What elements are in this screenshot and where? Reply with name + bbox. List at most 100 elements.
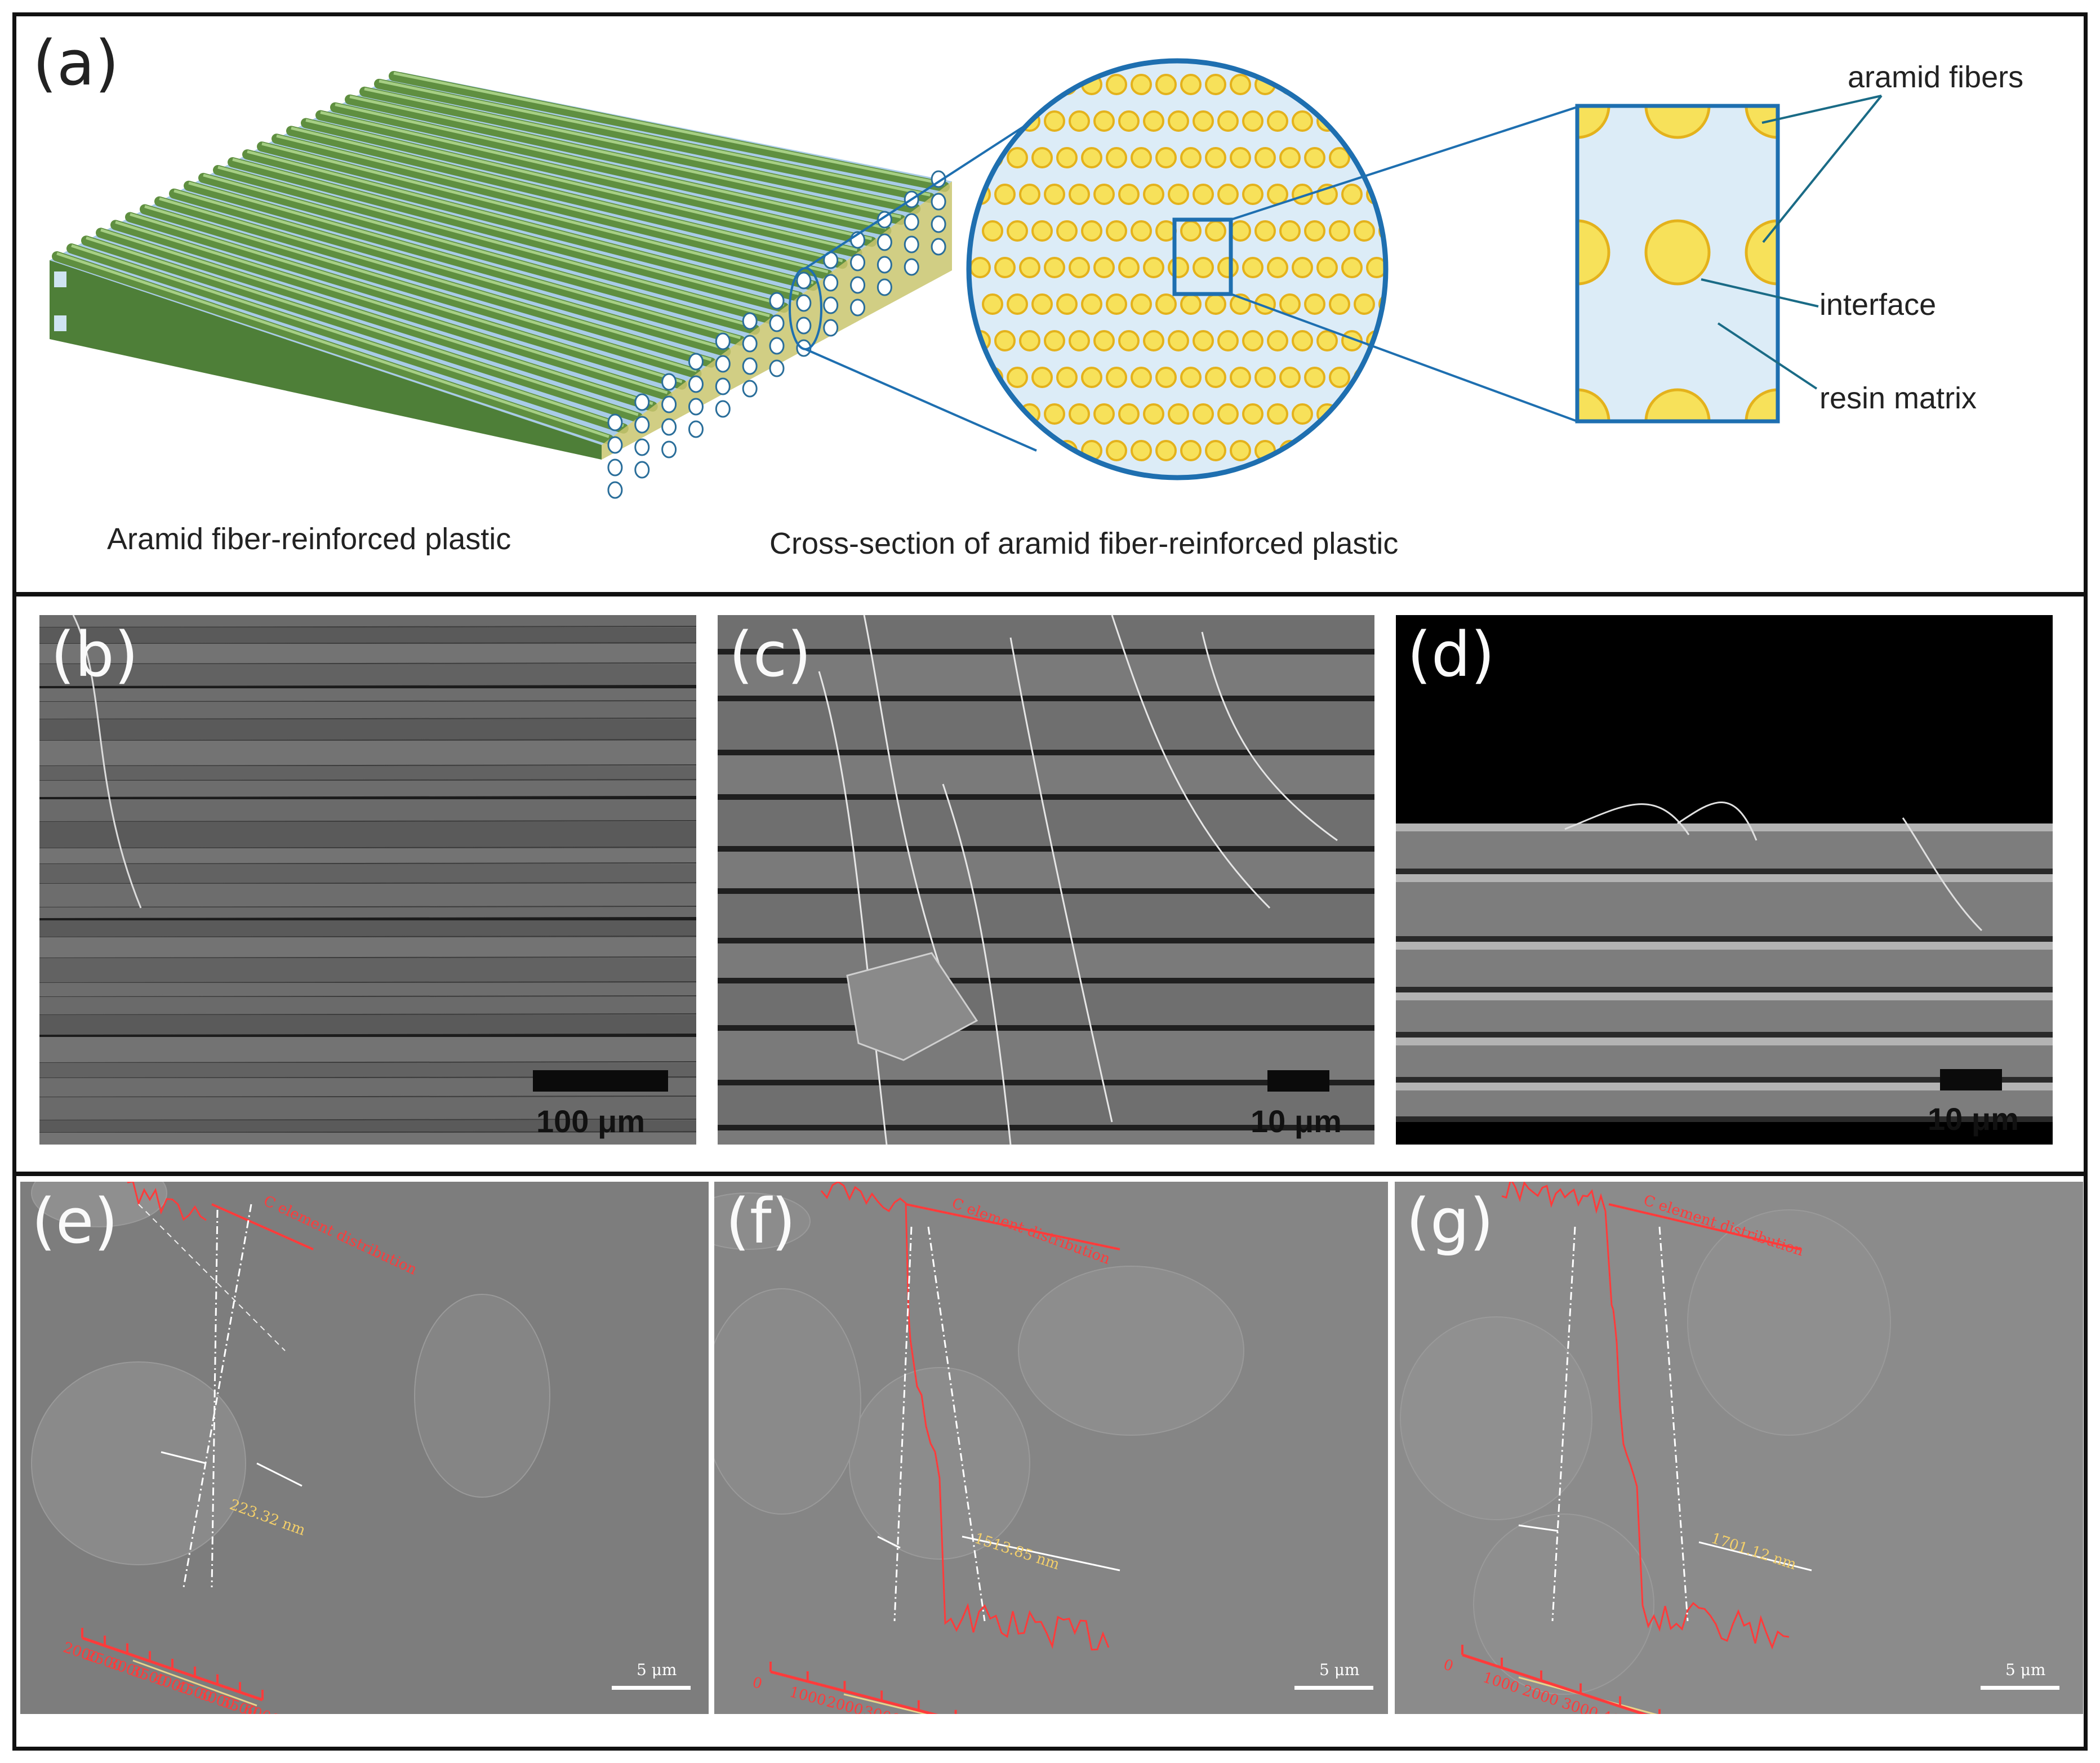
- fiber-end: [769, 359, 785, 377]
- callout-interface: interface: [1819, 288, 1937, 322]
- scale-bar-d: [1940, 1069, 2002, 1090]
- top-fiber: [154, 196, 717, 368]
- fiber-cross-section: [1180, 147, 1202, 168]
- sem-image-d: (d) 10 μm: [1396, 615, 2053, 1145]
- fiber-cross-section: [1081, 367, 1102, 388]
- fiber-cross-section: [1168, 184, 1189, 205]
- fiber-end: [715, 355, 731, 373]
- fiber-cross-section: [1168, 330, 1189, 351]
- fiber-cross-section: [1687, 1209, 1891, 1436]
- fiber-cross-section: [1118, 257, 1140, 278]
- fiber-cross-section: [1193, 403, 1214, 425]
- c-element-curve: [127, 1182, 207, 1221]
- fiber-cross-section: [1366, 110, 1386, 132]
- fiber-cross-section: [1316, 330, 1338, 351]
- fiber-cross-section: [1279, 293, 1301, 315]
- fiber-cross-section: [1193, 184, 1214, 205]
- fiber-strip: [39, 702, 696, 719]
- fiber-cross-section: [1242, 403, 1263, 425]
- fiber-cross-section: [1031, 147, 1053, 168]
- top-fiber: [257, 141, 818, 291]
- stray-fibril: [1111, 615, 1271, 909]
- fiber-end-holes: [607, 170, 946, 499]
- fiber-cross-section: [1106, 293, 1127, 315]
- fiber-end: [634, 416, 650, 434]
- top-fiber-highlight: [247, 150, 799, 296]
- top-fiber-highlight: [305, 119, 858, 252]
- fiber-cross-section: [1329, 367, 1350, 388]
- fiber-strip: [1396, 823, 2053, 874]
- panel-a-schematic: [50, 58, 1883, 499]
- fiber-strip: [718, 894, 1374, 943]
- top-fiber: [345, 94, 906, 225]
- fiber-strip: [1396, 942, 2053, 992]
- sem-image-b: (b) 100 μm: [39, 615, 696, 1145]
- fiber-end: [634, 393, 650, 411]
- zoom-line: [805, 348, 1037, 452]
- fiber-end: [688, 398, 704, 416]
- top-fiber: [140, 204, 702, 379]
- fiber-cross-section: [1093, 330, 1115, 351]
- fiber-cross-section: [1329, 74, 1350, 95]
- scale-text: 5 μm: [1319, 1660, 1359, 1679]
- fiber-cross-section: [1304, 74, 1325, 95]
- top-fiber-highlight: [349, 95, 901, 219]
- fiber-cross-section: [1217, 330, 1239, 351]
- fiber-strip: [718, 615, 1374, 655]
- fiber-cross-section: [1093, 110, 1115, 132]
- fiber-cross-section: [1044, 184, 1065, 205]
- fiber-strip: [39, 864, 696, 884]
- fiber-gap: [39, 718, 696, 720]
- fiber-end: [661, 440, 677, 458]
- c-element-curve: [820, 1182, 1110, 1651]
- fiber-end: [607, 458, 623, 477]
- fiber-gap: [39, 1119, 696, 1121]
- fiber-strip: [39, 1015, 696, 1037]
- fiber-end: [769, 292, 785, 310]
- fiber-gap: [39, 981, 696, 983]
- fiber-cross-section: [1056, 293, 1078, 315]
- fiber-cross-section: [1304, 293, 1325, 315]
- fiber-cross-section: [1118, 330, 1140, 351]
- width-arrow: [1518, 1524, 1559, 1532]
- fiber-gap: [39, 700, 696, 702]
- fiber-cross-section: [1118, 110, 1140, 132]
- fiber-cross-section: [1031, 220, 1053, 242]
- caption-laminate: Aramid fiber-reinforced plastic: [107, 522, 511, 556]
- scale-text: 5 μm: [637, 1660, 677, 1679]
- width-arrow: [256, 1462, 302, 1487]
- fiber-end: [904, 213, 919, 231]
- fiber-strip: [39, 1097, 696, 1120]
- fiber-cross-section: [1031, 367, 1053, 388]
- fiber-strip: [718, 1130, 1374, 1145]
- axis-tick-label: 2000: [825, 1693, 865, 1714]
- fiber-cross-section: [714, 1192, 811, 1250]
- fiber-strip: [39, 741, 696, 766]
- fiber-end: [607, 436, 623, 454]
- scale-text-d: 10 μm: [1928, 1101, 2019, 1137]
- top-fiber: [169, 188, 731, 357]
- fiber-gap: [39, 626, 696, 628]
- slab-left-notch: [54, 271, 66, 287]
- fiber-cross-section: [1341, 257, 1363, 278]
- fiber-cross-section: [1267, 330, 1288, 351]
- scan-line: [843, 1693, 929, 1714]
- fiber-cross-section: [1106, 220, 1127, 242]
- fiber-cross-section: [1143, 257, 1164, 278]
- top-fiber-highlight: [393, 72, 945, 186]
- fiber-cross-section: [1329, 220, 1350, 242]
- stray-fibril: [863, 615, 955, 1010]
- fiber-gap: [718, 696, 1374, 701]
- fiber-cross-section: [1230, 74, 1251, 95]
- sem-d-fibers: [1396, 802, 2053, 1122]
- width-arrow: [161, 1451, 207, 1464]
- fiber-cross-section: [1392, 331, 1411, 350]
- fiber-gap: [39, 662, 696, 665]
- fiber-cross-section: [1341, 403, 1363, 425]
- fiber-cross-section: [1366, 257, 1386, 278]
- width-arrow: [1698, 1541, 1812, 1571]
- fiber-gap: [39, 779, 696, 781]
- fiber-cross-section: [1279, 220, 1301, 242]
- panel-efg-frame: [12, 1172, 2088, 1751]
